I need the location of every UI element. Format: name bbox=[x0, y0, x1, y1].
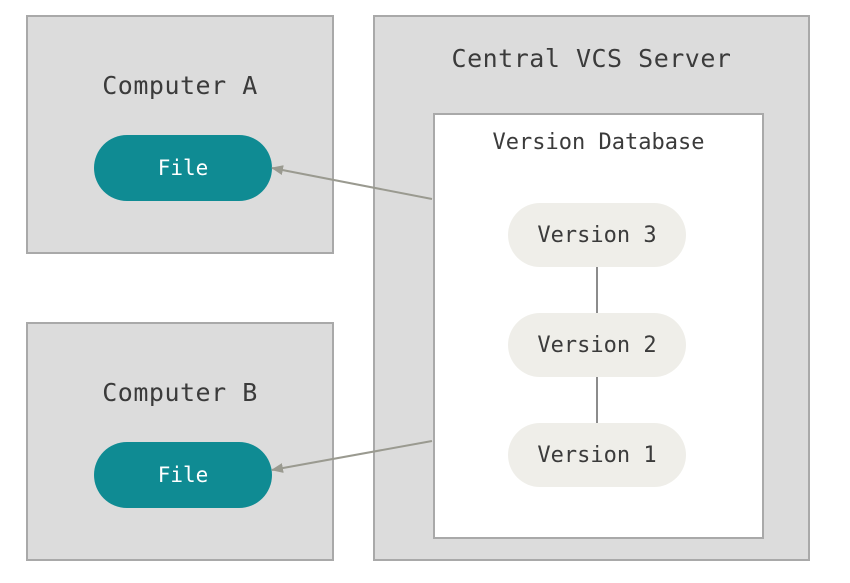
computer-b-file: File bbox=[94, 442, 272, 508]
version-1-node: Version 1 bbox=[508, 423, 686, 487]
central-server-box: Central VCS Server Version Database Vers… bbox=[373, 15, 810, 561]
server-title: Central VCS Server bbox=[451, 44, 732, 73]
version-database: Version Database Version 3 Version 2 Ver… bbox=[433, 113, 764, 539]
computer-a-box: Computer A File bbox=[26, 15, 334, 254]
database-title: Version Database bbox=[492, 130, 705, 155]
version-3-node: Version 3 bbox=[508, 203, 686, 267]
version-connector bbox=[596, 377, 598, 423]
computer-a-title: Computer A bbox=[102, 71, 258, 100]
computer-b-title: Computer B bbox=[102, 378, 258, 407]
version-2-node: Version 2 bbox=[508, 313, 686, 377]
version-connector bbox=[596, 267, 598, 313]
computer-b-box: Computer B File bbox=[26, 322, 334, 561]
computer-a-file: File bbox=[94, 135, 272, 201]
